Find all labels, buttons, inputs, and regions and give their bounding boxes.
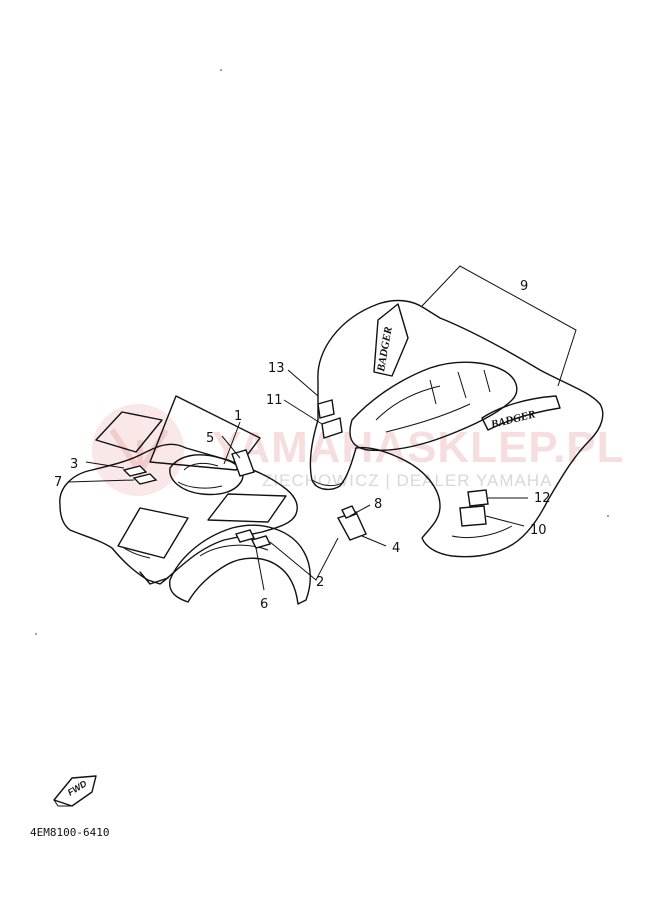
callout-11: 11 [266, 393, 283, 408]
callout-3: 3 [70, 457, 78, 472]
callout-8: 8 [374, 497, 382, 512]
decal-4-8 [336, 505, 367, 541]
fwd-arrow-icon: FWD [53, 775, 97, 807]
callout-6: 6 [260, 597, 268, 612]
callout-9: 9 [520, 279, 528, 294]
watermark-sub-text: ZIECHOWICZ | DEALER YAMAHA [262, 471, 553, 490]
mudguard [169, 524, 311, 605]
callout-4: 4 [392, 541, 400, 556]
leader-lines [67, 369, 528, 591]
callout-10: 10 [530, 523, 547, 538]
callout-12: 12 [534, 491, 551, 506]
rear-fender-decal-text-side: BADGER [375, 326, 395, 374]
watermark-main-text: YAMAHASKLEP.PL [212, 423, 625, 472]
part-code: 4EM8100-6410 [30, 826, 109, 839]
callout-5: 5 [206, 431, 214, 446]
callout-2: 2 [316, 575, 324, 590]
front-fender [59, 395, 298, 585]
rear-fender: BADGER BADGER [309, 265, 604, 558]
callout-13: 13 [268, 361, 285, 376]
callout-1: 1 [234, 409, 242, 424]
watermark: YAMAHASKLEP.PL ZIECHOWICZ | DEALER YAMAH… [92, 404, 625, 496]
callouts: 1 2 3 4 5 6 7 8 9 10 11 12 13 [54, 279, 551, 612]
callout-7: 7 [54, 475, 62, 490]
